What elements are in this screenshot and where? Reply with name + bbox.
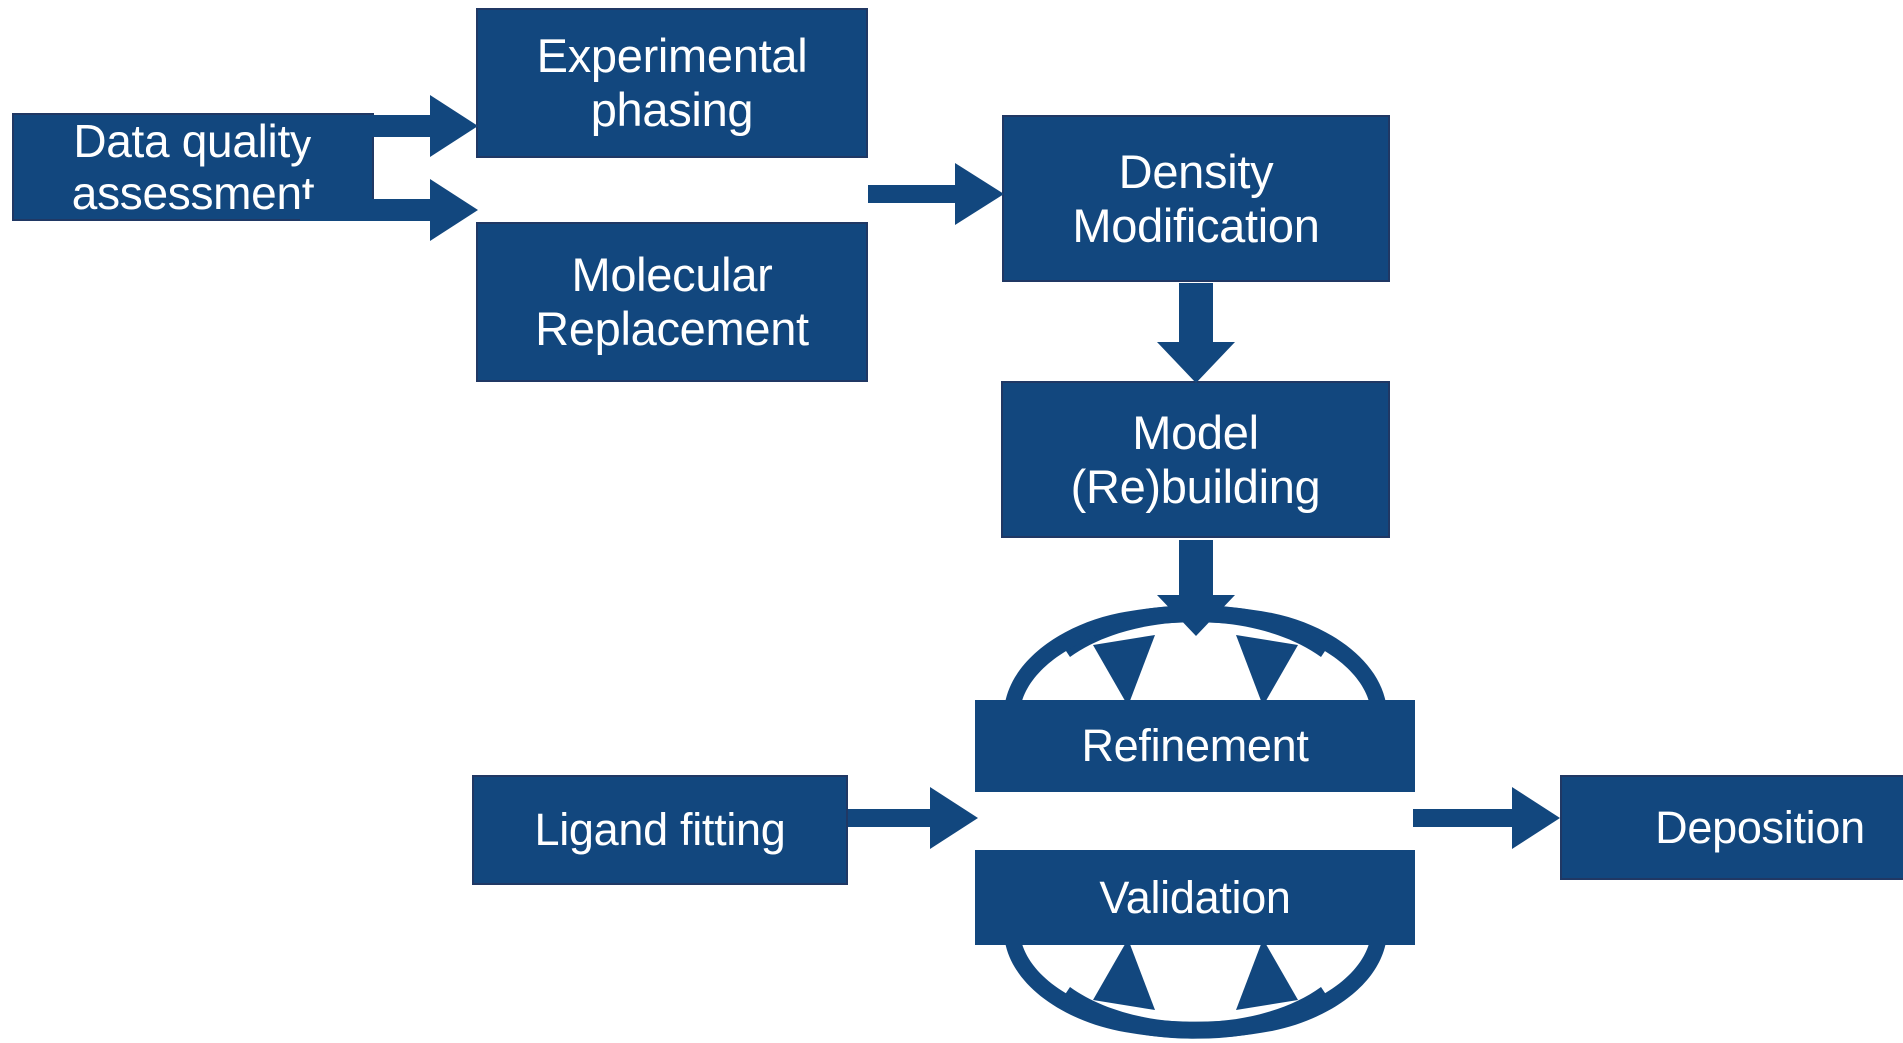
arrow-down-icon-density-model <box>1157 283 1235 383</box>
arrow-right-icon-phasing-density <box>868 163 1004 225</box>
node-experimental-phasing[interactable]: Experimental phasing <box>476 8 868 158</box>
node-density-modification[interactable]: Density Modification <box>1002 115 1390 282</box>
node-molecular-replacement[interactable]: Molecular Replacement <box>476 222 868 382</box>
arrow-right-icon-ligand-cycle <box>848 787 978 849</box>
node-validation[interactable]: Validation <box>975 850 1415 945</box>
arrow-right-icon-cycle-deposition <box>1413 787 1560 849</box>
node-data-quality-assessment[interactable]: Data quality assessment <box>12 113 374 221</box>
node-model-rebuilding[interactable]: Model (Re)building <box>1001 381 1390 538</box>
cycle-arc-top-right-icon <box>1005 605 1331 706</box>
node-deposition[interactable]: Deposition <box>1560 775 1903 880</box>
node-refinement[interactable]: Refinement <box>975 700 1415 792</box>
node-ligand-fitting[interactable]: Ligand fitting <box>472 775 848 885</box>
cycle-arc-top-left-icon <box>1060 605 1386 706</box>
cycle-arc-bottom-left-icon <box>1005 939 1331 1039</box>
cycle-arc-bottom-right-icon <box>1060 939 1386 1039</box>
arrow-down-icon-model-cycle <box>1157 540 1235 636</box>
